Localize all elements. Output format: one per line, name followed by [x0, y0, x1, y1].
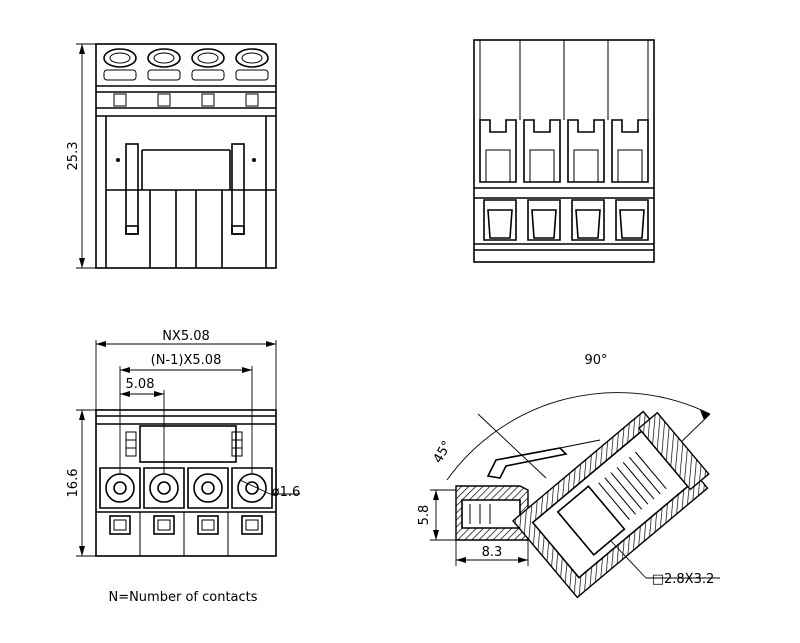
rear-view [473, 39, 655, 263]
dim-height-side: 25.3 [66, 142, 81, 171]
dim-angle-90: 90° [584, 353, 607, 368]
dim-section-length: 8.3 [482, 545, 503, 560]
dim-hole-diameter: ø1.6 [272, 485, 301, 500]
side-section-view: 90° 45° [417, 353, 720, 599]
contact-holes [99, 467, 273, 509]
clamp-spring [598, 451, 667, 520]
terminal-pins [109, 515, 263, 535]
dim-total-width: NX5.08 [162, 329, 210, 344]
dim-height-bottom: 16.6 [66, 469, 81, 498]
note-contacts: N=Number of contacts [108, 590, 257, 605]
dim-section-height: 5.8 [417, 505, 432, 526]
screw-heads [103, 48, 269, 81]
wire-pockets [479, 119, 649, 183]
front-view: 25.3 [66, 43, 277, 269]
dim-pitch: 5.08 [126, 377, 155, 392]
dim-angle-45: 45° [431, 439, 456, 466]
dim-pitch-span: (N-1)X5.08 [151, 353, 222, 368]
bottom-view: NX5.08 (N-1)X5.08 5.08 16.6 ø1.6 [66, 329, 301, 557]
dim-pin-size: □2.8X3.2 [652, 572, 715, 587]
